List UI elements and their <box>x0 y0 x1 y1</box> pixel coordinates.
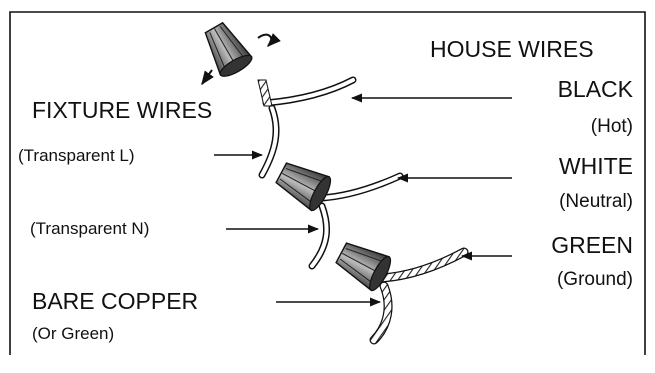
wire-nut-icon <box>335 242 392 292</box>
transparent-n-label: (Transparent N) <box>30 219 150 238</box>
house-black-wire <box>262 76 357 107</box>
fixture-wires-heading: FIXTURE WIRES <box>32 97 213 123</box>
bare-copper-label: BARE COPPER <box>32 288 199 314</box>
twist-arrow-icon <box>257 33 281 47</box>
black-label: BLACK <box>557 76 633 102</box>
green-label: GREEN <box>551 232 633 258</box>
hot-connection <box>201 21 357 179</box>
wire-nut-icon <box>275 162 332 212</box>
twisted-conductors <box>257 79 273 107</box>
arrow-icon <box>214 93 512 307</box>
hot-label: (Hot) <box>590 116 633 137</box>
transparent-l-label: (Transparent L) <box>18 146 135 165</box>
neutral-connection <box>275 162 404 270</box>
or-green-label: (Or Green) <box>32 324 115 343</box>
house-wires-heading: HOUSE WIRES <box>430 36 594 62</box>
white-label: WHITE <box>558 153 633 179</box>
frame-border <box>9 11 646 355</box>
neutral-label: (Neutral) <box>559 191 633 212</box>
wire-nut-icon <box>204 21 253 77</box>
push-arrow-icon <box>201 69 214 86</box>
ground-label: (Ground) <box>556 269 633 290</box>
ground-connection <box>335 242 469 345</box>
